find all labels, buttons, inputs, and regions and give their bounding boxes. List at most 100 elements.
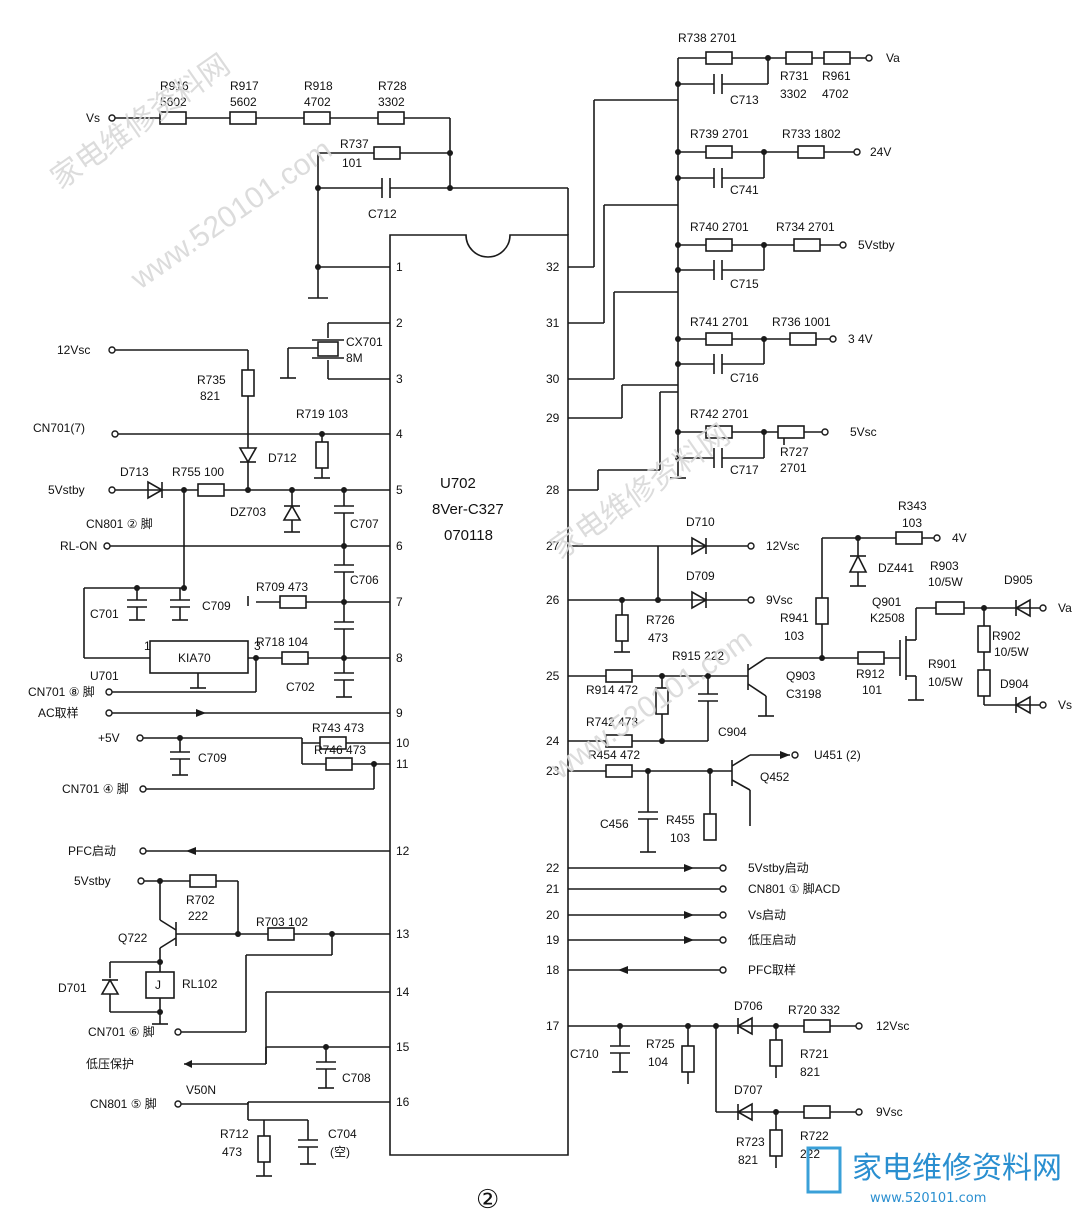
label-r455-val: 103 [670,831,690,845]
label-r916: R916 [160,79,189,93]
label-r915: R915 222 [672,649,724,663]
pin-label-left: 15 [396,1040,410,1054]
label-r738: R738 2701 [678,31,737,45]
label-r737-val: 101 [342,156,362,170]
label-r736: R736 1001 [772,315,831,329]
pin-label-right: 24 [546,734,560,748]
label-r917: R917 [230,79,259,93]
label-cx701: CX701 [346,335,383,349]
label-r702-val: 222 [188,909,208,923]
label-r734: R734 2701 [776,220,835,234]
label-r743: R743 473 [312,721,364,735]
label-ac: AC取样 [38,705,79,720]
label-q722: Q722 [118,931,148,945]
pin-label-right: 20 [546,908,560,922]
label-r739: R739 2701 [690,127,749,141]
label-r746: R746 473 [314,743,366,757]
label-d709: D709 [686,569,715,583]
label-kia70: KIA70 [178,651,211,665]
label-24v: 24V [870,145,891,159]
label-c713: C713 [730,93,759,107]
label-cn701-6: CN701 ⑥ 脚 [88,1024,155,1039]
label-r343-val: 103 [902,516,922,530]
pin-label-right: 32 [546,260,560,274]
label-r902-val: 10/5W [994,645,1029,659]
label-5v: +5V [98,731,120,745]
label-d707: D707 [734,1083,763,1097]
ic-ref: U702 [440,475,476,492]
label-r901: R901 [928,657,957,671]
pin-label-right: 21 [546,882,560,896]
watermark-text-4: 家电维修资料网 [545,418,736,565]
pin-label-left: 11 [396,757,409,771]
label-c717: C717 [730,463,759,477]
label-j: J [155,978,161,992]
label-r901-val: 10/5W [928,675,963,689]
label-r709: R709 473 [256,580,308,594]
label-c712: C712 [368,207,397,221]
pin-label-left: 8 [396,651,403,665]
label-va: Va [886,51,900,65]
label-c456: C456 [600,817,629,831]
label-r731-val: 3302 [780,87,807,101]
label-r903: R903 [930,559,959,573]
label-s21: CN801 ① 脚ACD [748,881,840,896]
pin-label-left: 4 [396,427,403,441]
label-r727-val: 2701 [780,461,807,475]
label-r742b: R742 473 [586,715,638,729]
label-5vsc: 5Vsc [850,425,877,439]
label-vs: Vs [86,111,100,125]
label-r343: R343 [898,499,927,513]
brand-logo-url: www.520101.com [870,1191,986,1206]
pin-label-left: 6 [396,539,403,553]
pin-label-left: 1 [396,260,403,274]
label-cn801-5: CN801 ⑤ 脚 [90,1096,157,1111]
label-r742a: R742 2701 [690,407,749,421]
pin-label-right: 19 [546,933,560,947]
label-c707: C707 [350,517,379,531]
label-r718: R718 104 [256,635,308,649]
label-pfc: PFC启动 [68,844,116,858]
label-cn801-2: CN801 ② 脚 [86,516,153,531]
label-d701: D701 [58,981,87,995]
pin-label-right: 25 [546,669,560,683]
label-q901: Q901 [872,595,902,609]
label-r918-val: 4702 [304,95,331,109]
label-r712-val: 473 [222,1145,242,1159]
label-5vstby2: 5Vstby [74,874,111,888]
ic-u702: U702 8Ver-C327 070118 [389,234,569,1156]
label-r728: R728 [378,79,407,93]
label-r735-val: 821 [200,389,220,403]
label-u451: U451 (2) [814,748,861,762]
label-5vstby-r: 5Vstby [858,238,895,252]
pin-label-right: 18 [546,963,560,977]
label-r703: R703 102 [256,915,308,929]
label-lowp: 低压保护 [86,1057,134,1071]
label-r725-val: 104 [648,1055,668,1069]
label-c904: C904 [718,725,747,739]
label-c704-val: (空) [330,1145,350,1159]
label-dz441: DZ441 [878,561,914,575]
brand-logo: 家电维修资料网 www.520101.com [806,1146,1062,1206]
label-r755: R755 100 [172,465,224,479]
label-c709b: C709 [198,751,227,765]
label-12vsc: 12Vsc [57,343,90,357]
pin-label-right: 22 [546,861,560,875]
label-rl102: RL102 [182,977,218,991]
label-c709a: C709 [202,599,231,613]
label-q452: Q452 [760,770,790,784]
figure-number: ② [476,1185,499,1215]
label-r727: R727 [780,445,809,459]
label-pin1: 1 [144,639,151,653]
label-cn701-7: CN701(7) [33,421,85,435]
label-va2: Va [1058,601,1072,615]
right-labels: R738 2701 C713 R731 3302 R961 4702 Va R7… [570,31,1072,1167]
label-r735: R735 [197,373,226,387]
pin-label-left: 13 [396,927,410,941]
pin-label-left: 7 [396,595,403,609]
label-c715: C715 [730,277,759,291]
pin-label-left: 5 [396,483,403,497]
label-s20: Vs启动 [748,908,786,922]
pin-label-left: 9 [396,706,403,720]
label-q903: Q903 [786,669,816,683]
